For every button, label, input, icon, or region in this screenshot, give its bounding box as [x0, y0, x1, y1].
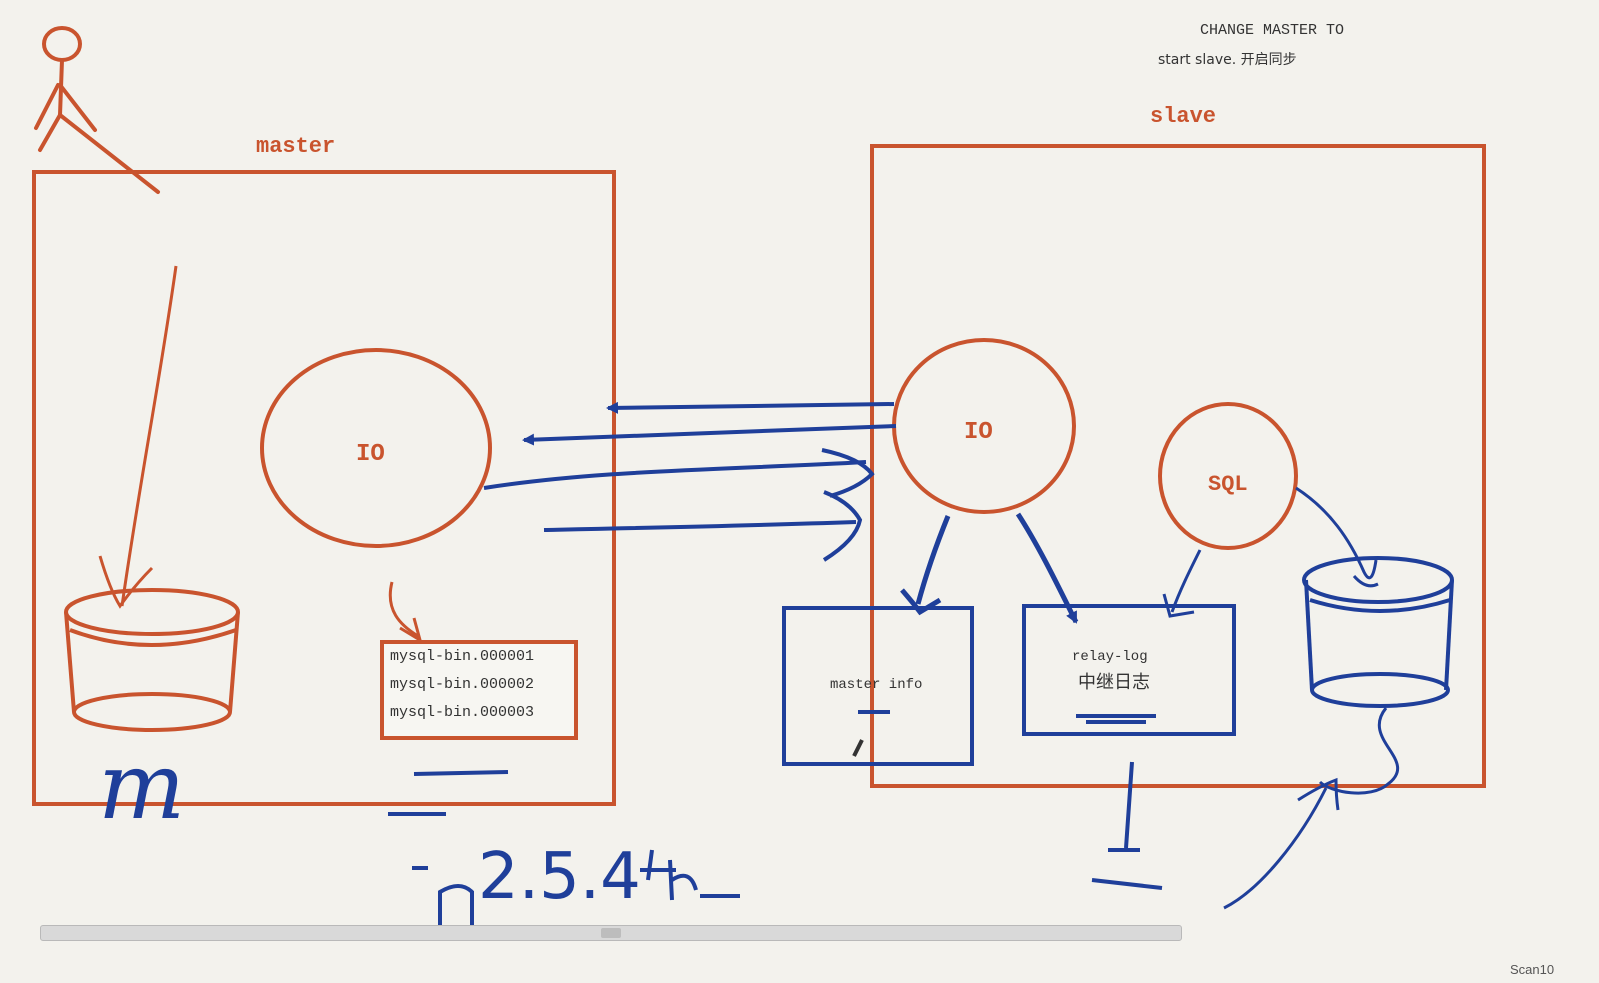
- master-database-icon: [64, 588, 240, 732]
- header-line-1: CHANGE MASTER TO: [1200, 22, 1344, 39]
- master-box: [32, 170, 616, 806]
- slave-box: [870, 144, 1486, 788]
- scrollbar-thumb[interactable]: [601, 928, 621, 938]
- slave-io-request-arrow-1: [606, 401, 895, 414]
- user-write-arrow-head: [98, 555, 154, 609]
- slave-io-label: IO: [964, 419, 993, 446]
- slave-sql-label: SQL: [1208, 472, 1248, 497]
- sql-to-slave-db-arrow: [1295, 486, 1379, 588]
- relay-log-dash: [1076, 714, 1156, 724]
- slave-io-to-master-info-arrow: [900, 515, 951, 616]
- window-corner-text: Scan10: [1510, 962, 1555, 977]
- user-stick-figure-icon: [34, 26, 160, 194]
- header-line-2: start slave. 开启同步: [1158, 52, 1297, 68]
- master-io-send-arrow-2: [543, 490, 863, 562]
- slave-sql-thread: [1158, 402, 1298, 550]
- master-info-pencil-mark: [852, 739, 864, 757]
- binlog-file-list: mysql-bin.000001 mysql-bin.000002 mysql-…: [390, 648, 534, 721]
- binlog-file-1: mysql-bin.000001: [390, 648, 534, 665]
- slave-db-loop-arrow: [1223, 707, 1400, 910]
- master-io-send-arrow-1: [483, 448, 875, 498]
- binlog-box: [380, 640, 578, 740]
- handwritten-note: 2.5.4: [478, 840, 641, 914]
- master-io-label: IO: [356, 441, 385, 468]
- master-info-box: [782, 606, 974, 766]
- handwritten-dash-1: [413, 770, 509, 776]
- master-io-thread: [260, 348, 492, 548]
- master-info-label: master info: [830, 677, 922, 693]
- relay-log-label: relay-log: [1072, 649, 1148, 665]
- slave-title: slave: [1150, 104, 1216, 129]
- binlog-file-2: mysql-bin.000002: [390, 676, 534, 693]
- slave-tick-vertical: [1108, 761, 1140, 852]
- master-title: master: [256, 134, 335, 159]
- master-io-to-binlog-arrow: [388, 581, 419, 638]
- relay-log-cn-label: 中继日志: [1078, 672, 1150, 693]
- slave-io-to-relay-log-arrow: [1015, 512, 1079, 624]
- slave-database-icon: [1302, 556, 1454, 708]
- user-write-arrow: [120, 265, 178, 607]
- binlog-file-3: mysql-bin.000003: [390, 704, 534, 721]
- slave-tick-dash: [1091, 878, 1163, 890]
- relay-log-box: [1022, 604, 1236, 736]
- handwritten-n-stroke: [438, 884, 474, 930]
- horizontal-scrollbar[interactable]: [40, 925, 1182, 941]
- slave-io-request-arrow-2: [522, 424, 897, 446]
- master-db-handwritten-label: m: [98, 733, 185, 840]
- handwritten-scribble: [640, 849, 740, 901]
